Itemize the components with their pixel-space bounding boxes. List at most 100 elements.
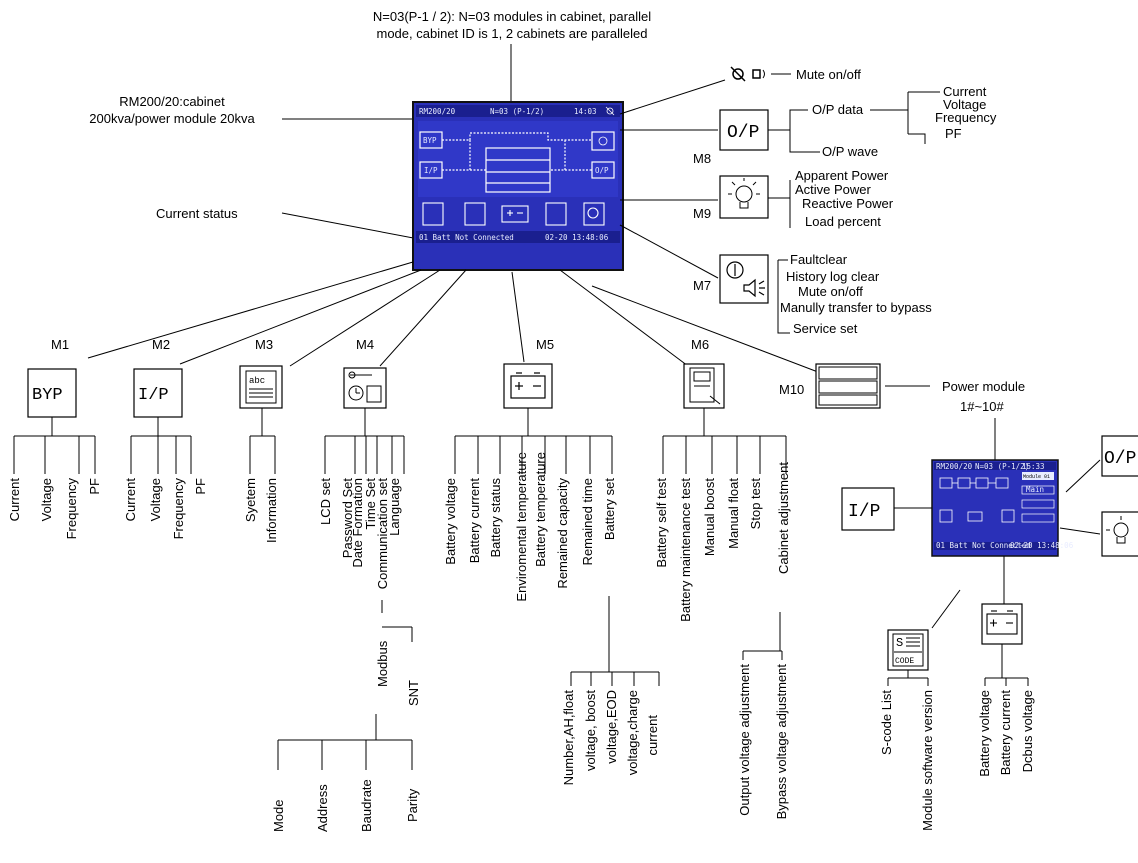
- m6-item-3: Manual boost: [702, 478, 717, 556]
- lcd-op-text: O/P: [595, 166, 609, 175]
- module-lcd-status: 01 Batt Not Connected: [936, 541, 1031, 550]
- m7-item-1: Faultclear: [790, 252, 848, 267]
- rm-note-line2: 200kva/power module 20kva: [89, 111, 255, 126]
- m7-item-5: Service set: [793, 321, 858, 336]
- module-battery-menu-icon: [981, 603, 1023, 645]
- m3-item-2: Information: [264, 478, 279, 543]
- lcd-settings-icon: [464, 202, 486, 226]
- m2-tag: M2: [152, 337, 170, 352]
- module-batt-item-2: Battery current: [998, 690, 1013, 776]
- lcd-datetime: 02-20 13:48:06: [545, 233, 609, 242]
- m9-item-2: Active Power: [795, 182, 872, 197]
- lcd-info-icon: [422, 202, 444, 226]
- module-battery-icon: [986, 610, 1018, 635]
- power-speaker-icon: [726, 261, 765, 298]
- module-lcd-screen: RM200/20 N=03 (P-1/2) 15:33 Module 01 Ma…: [931, 459, 1074, 557]
- m5-item-2: Battery current: [467, 478, 482, 564]
- m4-item-3: Date Formation: [350, 478, 365, 568]
- module-lcd-datetime: 02-20 13:48:06: [1010, 541, 1074, 550]
- op-icon-text: O/P: [727, 123, 759, 143]
- ip-icon-text: I/P: [138, 386, 169, 405]
- lcd-mute-icon: [605, 106, 615, 116]
- lcd-control-icon: [583, 202, 605, 226]
- m4-comm-2: SNT: [406, 680, 421, 706]
- module-lcd-top-right: 15:33: [1022, 462, 1045, 471]
- scode-doc-icon: S CODE: [892, 633, 924, 667]
- svg-text:S: S: [896, 636, 903, 650]
- lcd-test-icon: [545, 202, 567, 226]
- module-load-icon: [1101, 511, 1138, 557]
- m4-tag: M4: [356, 337, 374, 352]
- lcd-byp-text: BYP: [423, 136, 437, 145]
- ip-icon: [133, 368, 183, 418]
- m5-item-6: Remained capacity: [555, 478, 570, 589]
- modbus-item-4: Parity: [405, 788, 420, 822]
- top-note-line1: N=03(P-1 / 2): N=03 modules in cabinet, …: [373, 9, 651, 24]
- cabinet-adj-1: Output voltage adjustment: [737, 664, 752, 816]
- battery-menu-icon: [503, 363, 553, 409]
- module-op-icon: [1101, 435, 1138, 477]
- battery-set-5: current: [645, 715, 660, 756]
- module-lcd-top-mid: N=03 (P-1/2): [975, 462, 1029, 471]
- m6-item-2: Battery maintenance test: [678, 478, 693, 622]
- m7-item-4: Manully transfer to bypass: [780, 300, 932, 315]
- mute-label: Mute on/off: [796, 67, 861, 82]
- m5-tag: M5: [536, 337, 554, 352]
- main-lcd-screen: RM200/20 N=03 (P-1/2) 14:03 BYP I/P O/P: [412, 101, 624, 271]
- m6-item-4: Manual float: [726, 478, 741, 549]
- lcd-top-mid: N=03 (P-1/2): [490, 107, 544, 116]
- m8-item-3: Frequency: [935, 110, 997, 125]
- rm-note-line1: RM200/20:cabinet: [119, 94, 225, 109]
- m1-item-3: Frequency: [64, 478, 79, 540]
- battery-set-2: voltage, boost: [583, 690, 598, 771]
- module-op-text: O/P: [1104, 449, 1136, 469]
- m5-item-5: Battery temperature: [533, 452, 548, 567]
- m1-item-1: Current: [7, 478, 22, 522]
- m2-item-4: PF: [193, 478, 208, 495]
- m10-sub: 1#~10#: [960, 399, 1005, 414]
- power-module-icon: [815, 363, 881, 409]
- lcd-top-left: RM200/20: [419, 107, 456, 116]
- module-lcd-side-label: Module 01: [1023, 474, 1050, 480]
- current-status-label: Current status: [156, 206, 238, 221]
- document-icon: abc: [245, 370, 277, 404]
- clock-keys-icon: [348, 371, 382, 403]
- top-note-line2: mode, cabinet ID is 1, 2 cabinets are pa…: [377, 26, 648, 41]
- lcd-ip-text: I/P: [424, 166, 438, 175]
- m4-item-6: Language: [387, 478, 402, 536]
- m6-item-5: Stop test: [748, 478, 763, 530]
- lcd-op-box: [591, 161, 615, 179]
- mute-icon: [730, 66, 765, 82]
- lcd-top-right: 14:03: [574, 107, 597, 116]
- m10-label: Power module: [942, 379, 1025, 394]
- m9-tag: M9: [693, 206, 711, 221]
- modbus-item-1: Mode: [271, 799, 286, 832]
- m1-item-2: Voltage: [39, 478, 54, 521]
- m5-item-8: Battery set: [602, 478, 617, 541]
- modbus-item-2: Address: [315, 784, 330, 832]
- m2-item-2: Voltage: [148, 478, 163, 521]
- m7-item-2: History log clear: [786, 269, 880, 284]
- byp-icon-text: BYP: [32, 386, 63, 405]
- battery-icon: [510, 372, 546, 399]
- module-ip-icon: [841, 487, 895, 531]
- m6-item-6: Cabinet adjustment: [776, 462, 791, 574]
- m3-tag: M3: [255, 337, 273, 352]
- module-lcd-top-left: RM200/20: [936, 462, 973, 471]
- module-ip-text: I/P: [848, 502, 880, 522]
- meter-icon: [689, 367, 721, 405]
- battery-set-3: voltage,EOD: [604, 690, 619, 764]
- m5-item-3: Battery status: [488, 478, 503, 558]
- m9-item-1: Apparent Power: [795, 168, 889, 183]
- m6-tag: M6: [691, 337, 709, 352]
- m10-tag: M10: [779, 382, 804, 397]
- battery-set-1: Number,AH,float: [561, 690, 576, 786]
- m3-item-1: Syetem: [243, 478, 258, 522]
- byp-icon: [27, 368, 77, 418]
- modbus-item-3: Baudrate: [359, 779, 374, 832]
- m4-item-1: LCD set: [318, 478, 333, 525]
- m5-item-1: Battery voltage: [443, 478, 458, 565]
- m1-tag: M1: [51, 337, 69, 352]
- load-icon: [719, 175, 769, 219]
